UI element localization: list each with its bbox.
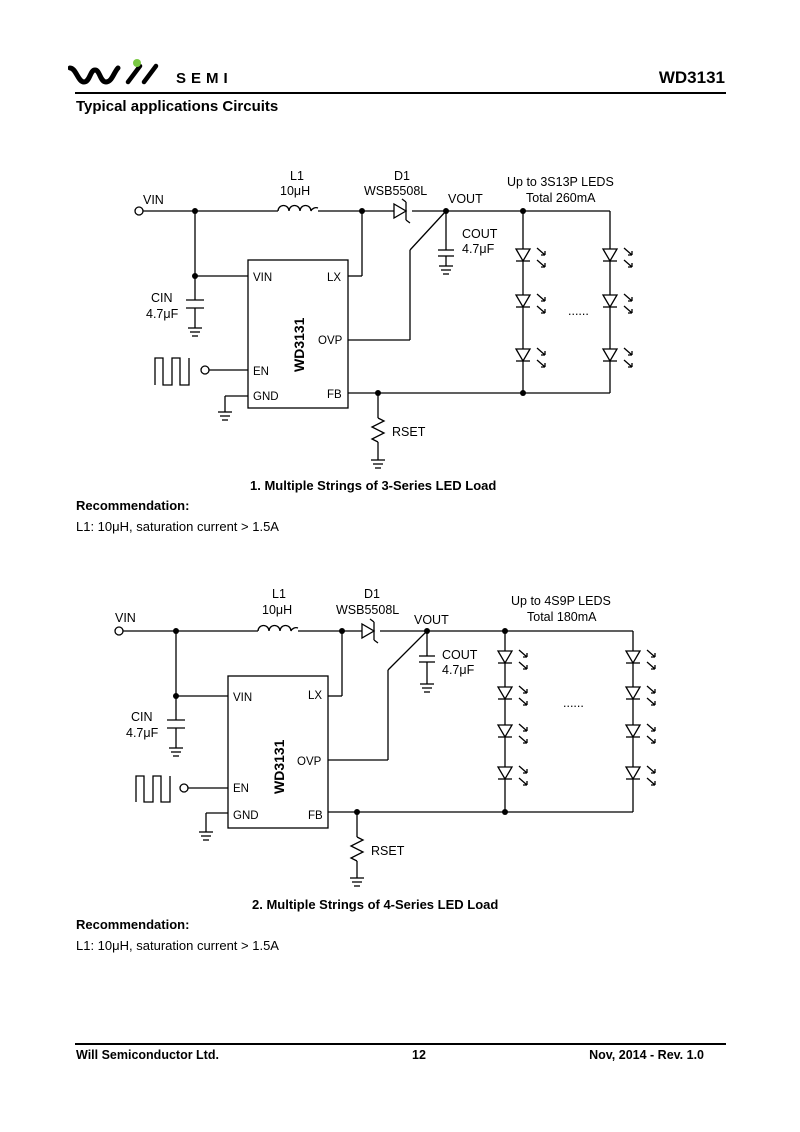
cin-value: 4.7μF bbox=[126, 726, 159, 740]
leds-current: Total 180mA bbox=[527, 610, 597, 624]
chip-label: WD3131 bbox=[291, 317, 307, 372]
logo-slash-2 bbox=[141, 63, 159, 85]
cin-value: 4.7μF bbox=[146, 307, 179, 321]
pin-fb: FB bbox=[308, 810, 323, 822]
diode-name: D1 bbox=[364, 587, 380, 601]
inductor-name: L1 bbox=[272, 587, 286, 601]
vout-label: VOUT bbox=[448, 192, 483, 206]
leds-heading: Up to 3S13P LEDS bbox=[507, 175, 614, 189]
footer-revision: Nov, 2014 - Rev. 1.0 bbox=[589, 1048, 704, 1062]
led-icon bbox=[496, 685, 528, 706]
cout-name: COUT bbox=[442, 648, 478, 662]
circuit-diagram-1: VIN L1 10μH D1 WSB5508L VOUT COUT 4.7μF … bbox=[134, 169, 633, 469]
vin-label: VIN bbox=[143, 193, 164, 207]
recommendation-title-1: Recommendation: bbox=[76, 498, 190, 513]
footer-rule bbox=[75, 1043, 726, 1045]
rset-label: RSET bbox=[392, 425, 426, 439]
footer-company: Will Semiconductor Ltd. bbox=[76, 1048, 219, 1062]
logo-slash-1 bbox=[125, 63, 143, 85]
figure-caption-2: 2. Multiple Strings of 4-Series LED Load bbox=[252, 897, 499, 912]
led-icon bbox=[496, 723, 528, 744]
leds-ellipsis: ...... bbox=[563, 696, 584, 710]
pin-vin: VIN bbox=[253, 272, 272, 284]
cout-name: COUT bbox=[462, 227, 498, 241]
leds-ellipsis: ...... bbox=[568, 304, 589, 318]
rset-label: RSET bbox=[371, 844, 405, 858]
cout-value: 4.7μF bbox=[462, 242, 495, 256]
footer-page-number: 12 bbox=[412, 1048, 426, 1062]
logo-dot bbox=[133, 59, 141, 67]
pin-lx: LX bbox=[308, 690, 322, 702]
pin-gnd: GND bbox=[233, 810, 259, 822]
pin-en: EN bbox=[233, 783, 249, 795]
led-icon bbox=[601, 293, 633, 314]
chip-label: WD3131 bbox=[271, 739, 287, 794]
led-icon bbox=[624, 685, 656, 706]
leds-current: Total 260mA bbox=[526, 191, 596, 205]
leds-heading: Up to 4S9P LEDS bbox=[511, 594, 611, 608]
led-icon bbox=[496, 649, 528, 670]
led-icon bbox=[514, 247, 546, 268]
vout-label: VOUT bbox=[414, 613, 449, 627]
led-icon bbox=[624, 723, 656, 744]
cin-name: CIN bbox=[131, 710, 153, 724]
pin-gnd: GND bbox=[253, 391, 279, 403]
inductor-name: L1 bbox=[290, 169, 304, 183]
inductor-value: 10μH bbox=[262, 603, 292, 617]
header-part-number: WD3131 bbox=[658, 68, 725, 87]
pin-en: EN bbox=[253, 366, 269, 378]
diode-part: WSB5508L bbox=[364, 184, 427, 198]
inductor-value: 10μH bbox=[280, 184, 310, 198]
section-title: Typical applications Circuits bbox=[76, 98, 279, 115]
header-rule bbox=[75, 92, 726, 94]
recommendation-title-2: Recommendation: bbox=[76, 917, 190, 932]
logo-wave-mark bbox=[68, 65, 121, 85]
led-icon bbox=[624, 765, 656, 786]
logo-text: SEMI bbox=[176, 70, 233, 87]
figure-caption-1: 1. Multiple Strings of 3-Series LED Load bbox=[250, 478, 497, 493]
circuit-diagram-2: VIN L1 10μH D1 WSB5508L VOUT COUT 4.7μF … bbox=[114, 587, 656, 887]
cout-value: 4.7μF bbox=[442, 663, 475, 677]
vin-label: VIN bbox=[115, 611, 136, 625]
led-icon bbox=[514, 347, 546, 368]
diode-name: D1 bbox=[394, 169, 410, 183]
pin-ovp: OVP bbox=[297, 756, 322, 768]
company-logo bbox=[68, 59, 159, 85]
cin-name: CIN bbox=[151, 291, 173, 305]
recommendation-text-1: L1: 10μH, saturation current > 1.5A bbox=[76, 519, 279, 534]
led-icon bbox=[624, 649, 656, 670]
pin-lx: LX bbox=[327, 272, 341, 284]
led-icon bbox=[514, 293, 546, 314]
led-icon bbox=[601, 247, 633, 268]
pin-ovp: OVP bbox=[318, 335, 343, 347]
recommendation-text-2: L1: 10μH, saturation current > 1.5A bbox=[76, 938, 279, 953]
pin-fb: FB bbox=[327, 389, 342, 401]
led-icon bbox=[601, 347, 633, 368]
pin-vin: VIN bbox=[233, 692, 252, 704]
led-icon bbox=[496, 765, 528, 786]
diode-part: WSB5508L bbox=[336, 603, 399, 617]
